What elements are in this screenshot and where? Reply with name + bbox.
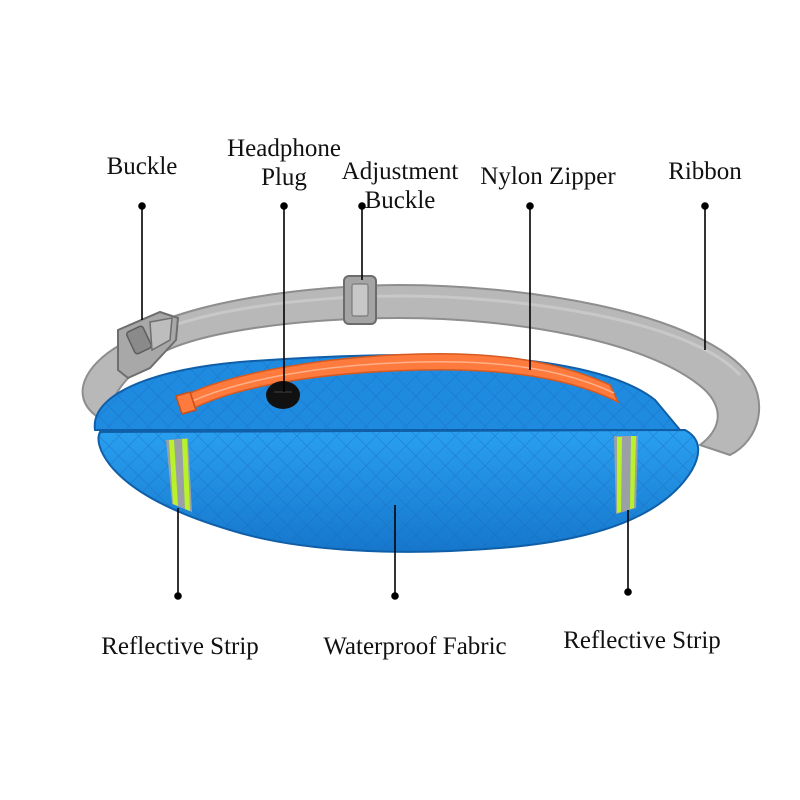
label-waterproof-fabric: Waterproof Fabric [323,633,507,660]
zipper-pull [175,391,197,415]
label-reflective-strip-right: Reflective Strip [563,627,721,654]
ribbon-strap [81,283,761,457]
adjustment-buckle [343,275,377,325]
label-ribbon: Ribbon [668,158,742,185]
label-headphone-plug: Headphone Plug [227,135,341,191]
label-nylon-zipper: Nylon Zipper [480,163,616,190]
label-reflective-strip-left: Reflective Strip [101,633,259,660]
reflective-strip-left-mark [166,438,192,512]
nylon-zipper [178,353,620,411]
label-buckle: Buckle [106,153,178,180]
side-release-buckle [117,310,180,380]
label-adjustment-buckle: Adjustment Buckle [341,158,459,214]
reflective-strip-right-mark [614,436,638,514]
leader-lines [138,202,709,600]
headphone-port [266,381,300,409]
